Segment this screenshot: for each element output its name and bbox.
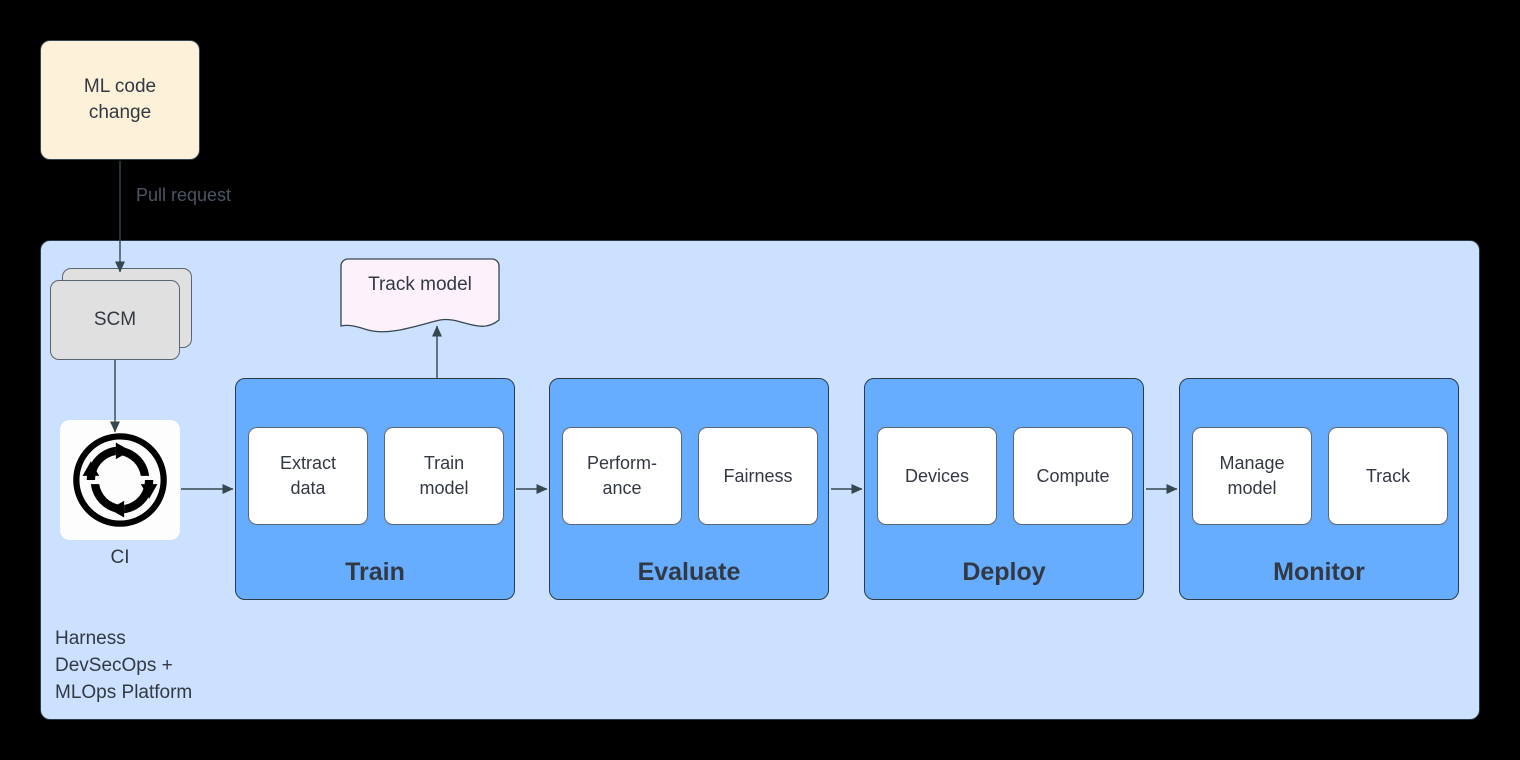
ci-node[interactable] [60,420,180,540]
substep-compute[interactable]: Compute [1013,427,1133,525]
track-model-label: Track model [368,274,472,295]
note-shape-icon [340,258,500,333]
substep-performance[interactable]: Perform-ance [562,427,682,525]
stage-train-title: Train [345,558,405,586]
stage-deploy[interactable]: Devices Compute Deploy [864,378,1144,600]
stage-monitor-title: Monitor [1273,558,1365,586]
stage-evaluate[interactable]: Perform-ance Fairness Evaluate [549,378,829,600]
stage-evaluate-title: Evaluate [637,558,741,586]
scm-node[interactable]: SCM [50,268,192,360]
scm-label: SCM [93,309,137,330]
substep-track[interactable]: Track [1328,427,1448,525]
ci-label: CI [110,547,130,568]
stage-deploy-title: Deploy [962,558,1046,586]
ci-cycle-arrows-icon [73,433,167,527]
scm-stack-front-card: SCM [50,280,180,360]
track-model-note[interactable]: Track model [340,258,500,334]
substep-devices[interactable]: Devices [877,427,997,525]
pull-request-edge-label: Pull request [136,185,232,205]
substep-fairness[interactable]: Fairness [698,427,818,525]
